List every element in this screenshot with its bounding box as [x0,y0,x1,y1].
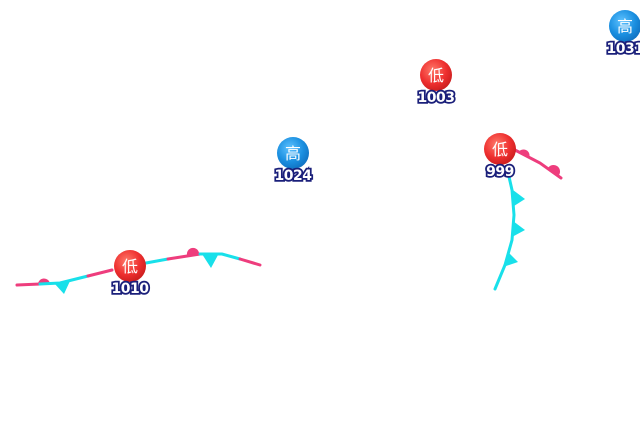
pressure-value: 1024 [275,168,313,184]
pressure-center-low-1010[interactable]: 低 1010 [110,250,151,299]
low-pressure-symbol: 低 [122,257,138,276]
low-pressure-marker [420,59,452,91]
pressure-value: 1031 [607,41,640,57]
cold-front-tooth [54,281,70,294]
cold-front-segment [144,257,170,265]
pressure-center-high-1031[interactable]: 高 1031 [605,10,640,59]
low-pressure-marker [114,250,146,282]
warm-front-east [513,148,563,180]
cold-front-tooth [512,221,525,237]
low-pressure-marker [484,133,516,165]
cold-front-tooth [202,254,218,268]
warm-front-segment [166,252,202,261]
cold-front-tooth [513,190,525,206]
pressure-center-low-999[interactable]: 低 999 [484,133,516,182]
cold-front-tooth [503,252,518,267]
pressure-center-high-1024[interactable]: 高 1024 [273,137,314,186]
warm-front-bump [548,164,561,175]
high-pressure-symbol: 高 [617,17,633,36]
high-pressure-marker [277,137,309,169]
high-pressure-marker [609,10,640,42]
pressure-value: 999 [486,164,514,180]
cold-front-east [493,166,525,291]
cold-front-segment [198,252,242,261]
warm-front-segment [86,268,114,278]
low-pressure-symbol: 低 [492,140,508,159]
pressure-value: 1003 [418,90,455,106]
stationary-front-west [15,247,262,294]
warm-front-bump [186,247,199,255]
pressure-value: 1010 [112,281,150,297]
warm-front-bump [518,149,530,158]
warm-front-segment [238,257,262,267]
cold-front-line [493,166,516,291]
pressure-center-low-1003[interactable]: 低 1003 [416,59,457,108]
warm-front-segment [15,282,42,287]
low-pressure-symbol: 低 [428,66,444,85]
high-pressure-symbol: 高 [285,144,301,163]
